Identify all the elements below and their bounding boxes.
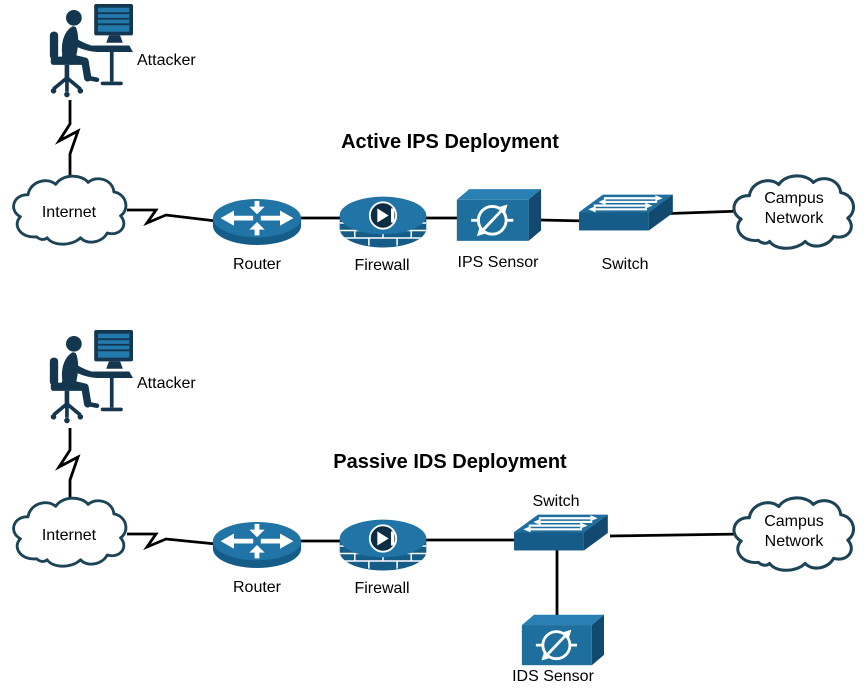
ids-sensor-label: IDS Sensor (512, 668, 594, 685)
attacker-label: Attacker (137, 375, 196, 392)
router-label: Router (232, 579, 282, 596)
campus-label-line1: Campus (764, 513, 824, 530)
campus-label-line2: Network (764, 210, 824, 227)
link-attacker-internet-active (54, 100, 81, 178)
firewall-label: Firewall (354, 580, 410, 597)
link-attacker-internet-passive (54, 428, 81, 500)
router-icon (211, 514, 303, 574)
link-sensor-switch-active (539, 218, 587, 223)
attacker-icon (48, 328, 133, 428)
campus-label: Campus Network (734, 512, 854, 552)
switch-label: Switch (532, 493, 580, 510)
link-internet-router-active (127, 208, 217, 227)
attacker-label: Attacker (137, 52, 196, 69)
ids-sensor-icon (517, 612, 607, 668)
ips-sensor-label: IPS Sensor (457, 254, 539, 271)
campus-label: Campus Network (734, 189, 854, 229)
link-internet-router-passive (127, 532, 217, 551)
firewall-label: Firewall (354, 257, 410, 274)
firewall-icon (337, 514, 429, 578)
campus-label-line1: Campus (764, 190, 824, 207)
section-title-active: Active IPS Deployment (341, 131, 559, 153)
ips-sensor-icon (453, 186, 543, 244)
router-label: Router (232, 256, 282, 273)
firewall-icon (337, 191, 429, 255)
section-title-passive: Passive IDS Deployment (333, 451, 567, 473)
internet-label: Internet (41, 527, 97, 544)
switch-icon (512, 510, 608, 567)
switch-label: Switch (601, 256, 649, 273)
switch-icon (577, 190, 673, 247)
link-switch-campus-passive (609, 532, 743, 538)
internet-label: Internet (41, 204, 97, 221)
attacker-icon (48, 2, 133, 102)
campus-label-line2: Network (764, 533, 824, 550)
router-icon (211, 191, 303, 251)
